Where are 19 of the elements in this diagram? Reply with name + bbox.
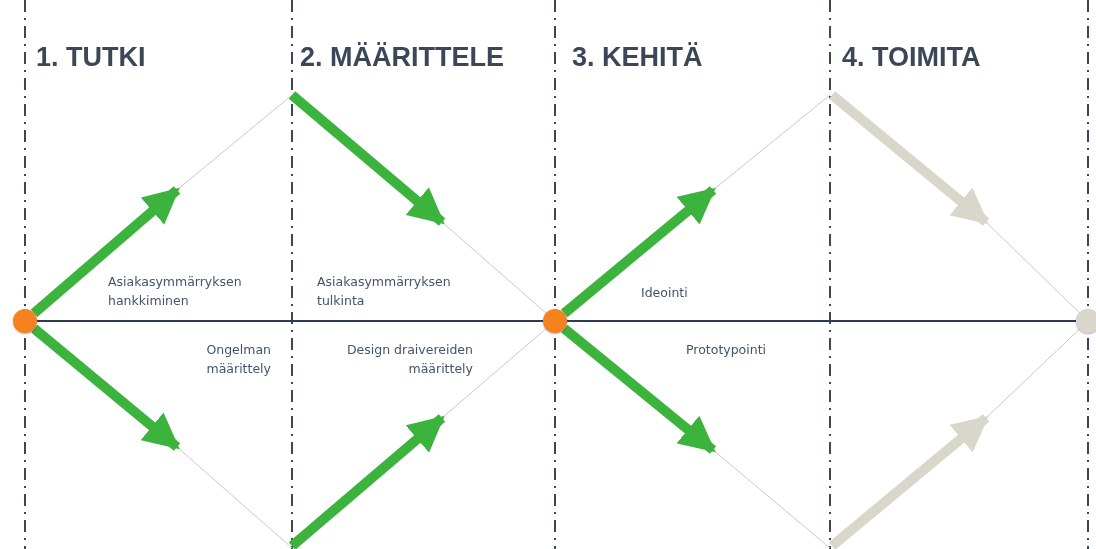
phase-heading: 4. TOIMITA <box>842 42 981 73</box>
connector-line <box>566 320 1077 322</box>
stage-circle <box>1076 309 1096 333</box>
step-label: Asiakasymmärryksen tulkinta <box>317 273 452 310</box>
arrow <box>561 324 717 454</box>
phase-heading: 2. MÄÄRITTELE <box>300 42 504 73</box>
arrow <box>30 186 181 317</box>
arrow <box>31 324 181 451</box>
connector-line <box>36 320 544 322</box>
stage-circle <box>13 309 37 333</box>
step-label: Ongelman määrittely <box>205 341 271 378</box>
step-label: Ideointi <box>641 284 688 302</box>
phase-heading: 3. KEHITÄ <box>572 42 703 73</box>
step-label: Prototypointi <box>686 341 767 359</box>
step-label: Design draivereiden määrittely <box>346 341 473 378</box>
stage-circle <box>543 309 567 333</box>
phase-heading: 1. TUTKI <box>36 42 146 73</box>
arrow <box>561 186 717 318</box>
step-label: Asiakasymmärryksen hankkiminen <box>108 273 243 310</box>
